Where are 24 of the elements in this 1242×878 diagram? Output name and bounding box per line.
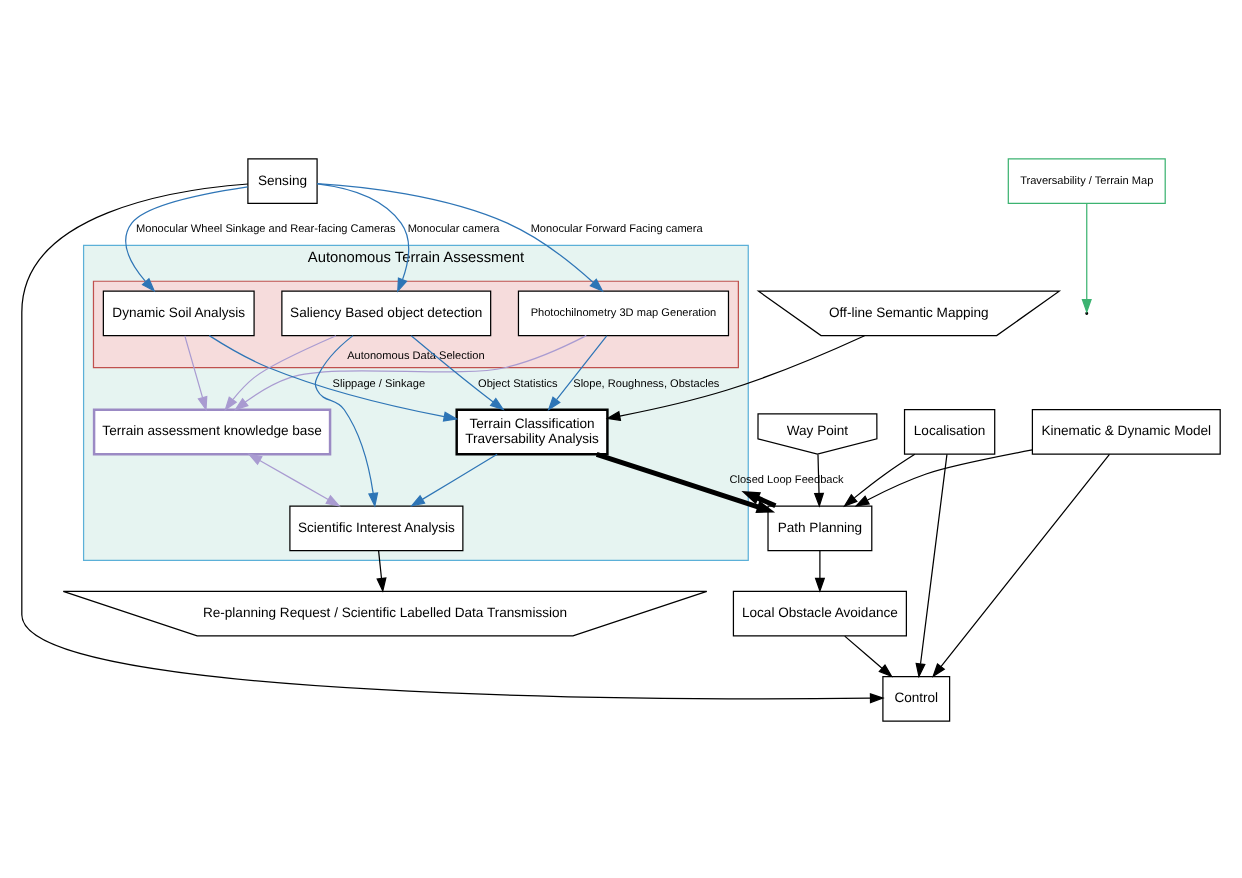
arrow <box>843 452 916 507</box>
arrow <box>915 452 948 678</box>
arrow <box>21 182 885 703</box>
arrow <box>247 452 341 506</box>
arrow <box>316 182 604 292</box>
arrow <box>1081 202 1092 313</box>
arrow <box>184 334 208 411</box>
arrow <box>605 334 866 421</box>
arrow <box>547 334 608 411</box>
arrow <box>316 182 410 292</box>
arrow <box>844 634 893 677</box>
arrow <box>125 185 249 292</box>
arrow <box>932 452 1111 677</box>
arrow <box>233 334 587 410</box>
arrow <box>814 549 826 592</box>
arrow <box>410 334 505 410</box>
arrow <box>741 490 777 508</box>
arrow <box>314 334 379 507</box>
arrow <box>208 334 459 421</box>
arrow <box>376 549 387 592</box>
arrow <box>224 334 337 411</box>
arrow <box>410 452 498 506</box>
arrow <box>854 448 1033 506</box>
arrow <box>595 450 776 512</box>
